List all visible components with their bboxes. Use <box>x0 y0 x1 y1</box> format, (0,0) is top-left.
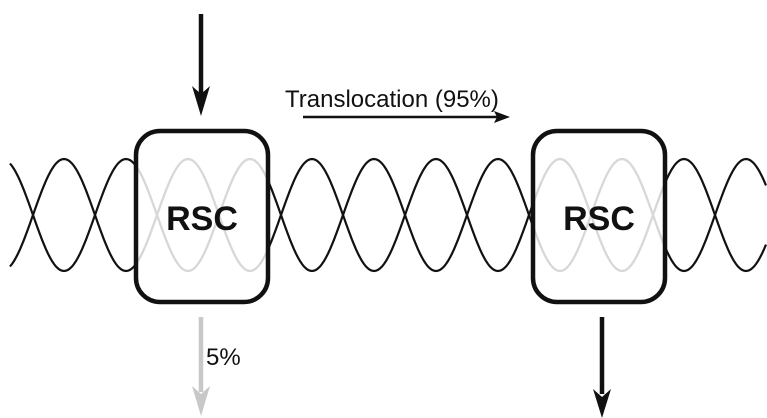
rsc-label-left: RSC <box>166 200 238 238</box>
exit-arrow <box>593 317 611 418</box>
translocation-arrow <box>303 111 510 123</box>
release-arrow <box>192 317 210 416</box>
exit-arrow-head <box>593 389 611 418</box>
release-arrow-head <box>192 386 210 416</box>
faded-strand-right <box>540 158 658 272</box>
translocation-label: Translocation (95%) <box>285 86 499 113</box>
binding-arrow <box>192 14 210 116</box>
rsc-complex-right: RSC <box>530 128 668 305</box>
faded-strand-left <box>143 157 261 273</box>
release-label: 5% <box>206 344 241 371</box>
binding-arrow-head <box>192 86 210 116</box>
translocation-arrow-head <box>494 111 510 123</box>
rsc-label-right: RSC <box>563 200 635 238</box>
rsc-complex-left: RSC <box>133 128 271 305</box>
rsc-box-right <box>530 128 668 305</box>
